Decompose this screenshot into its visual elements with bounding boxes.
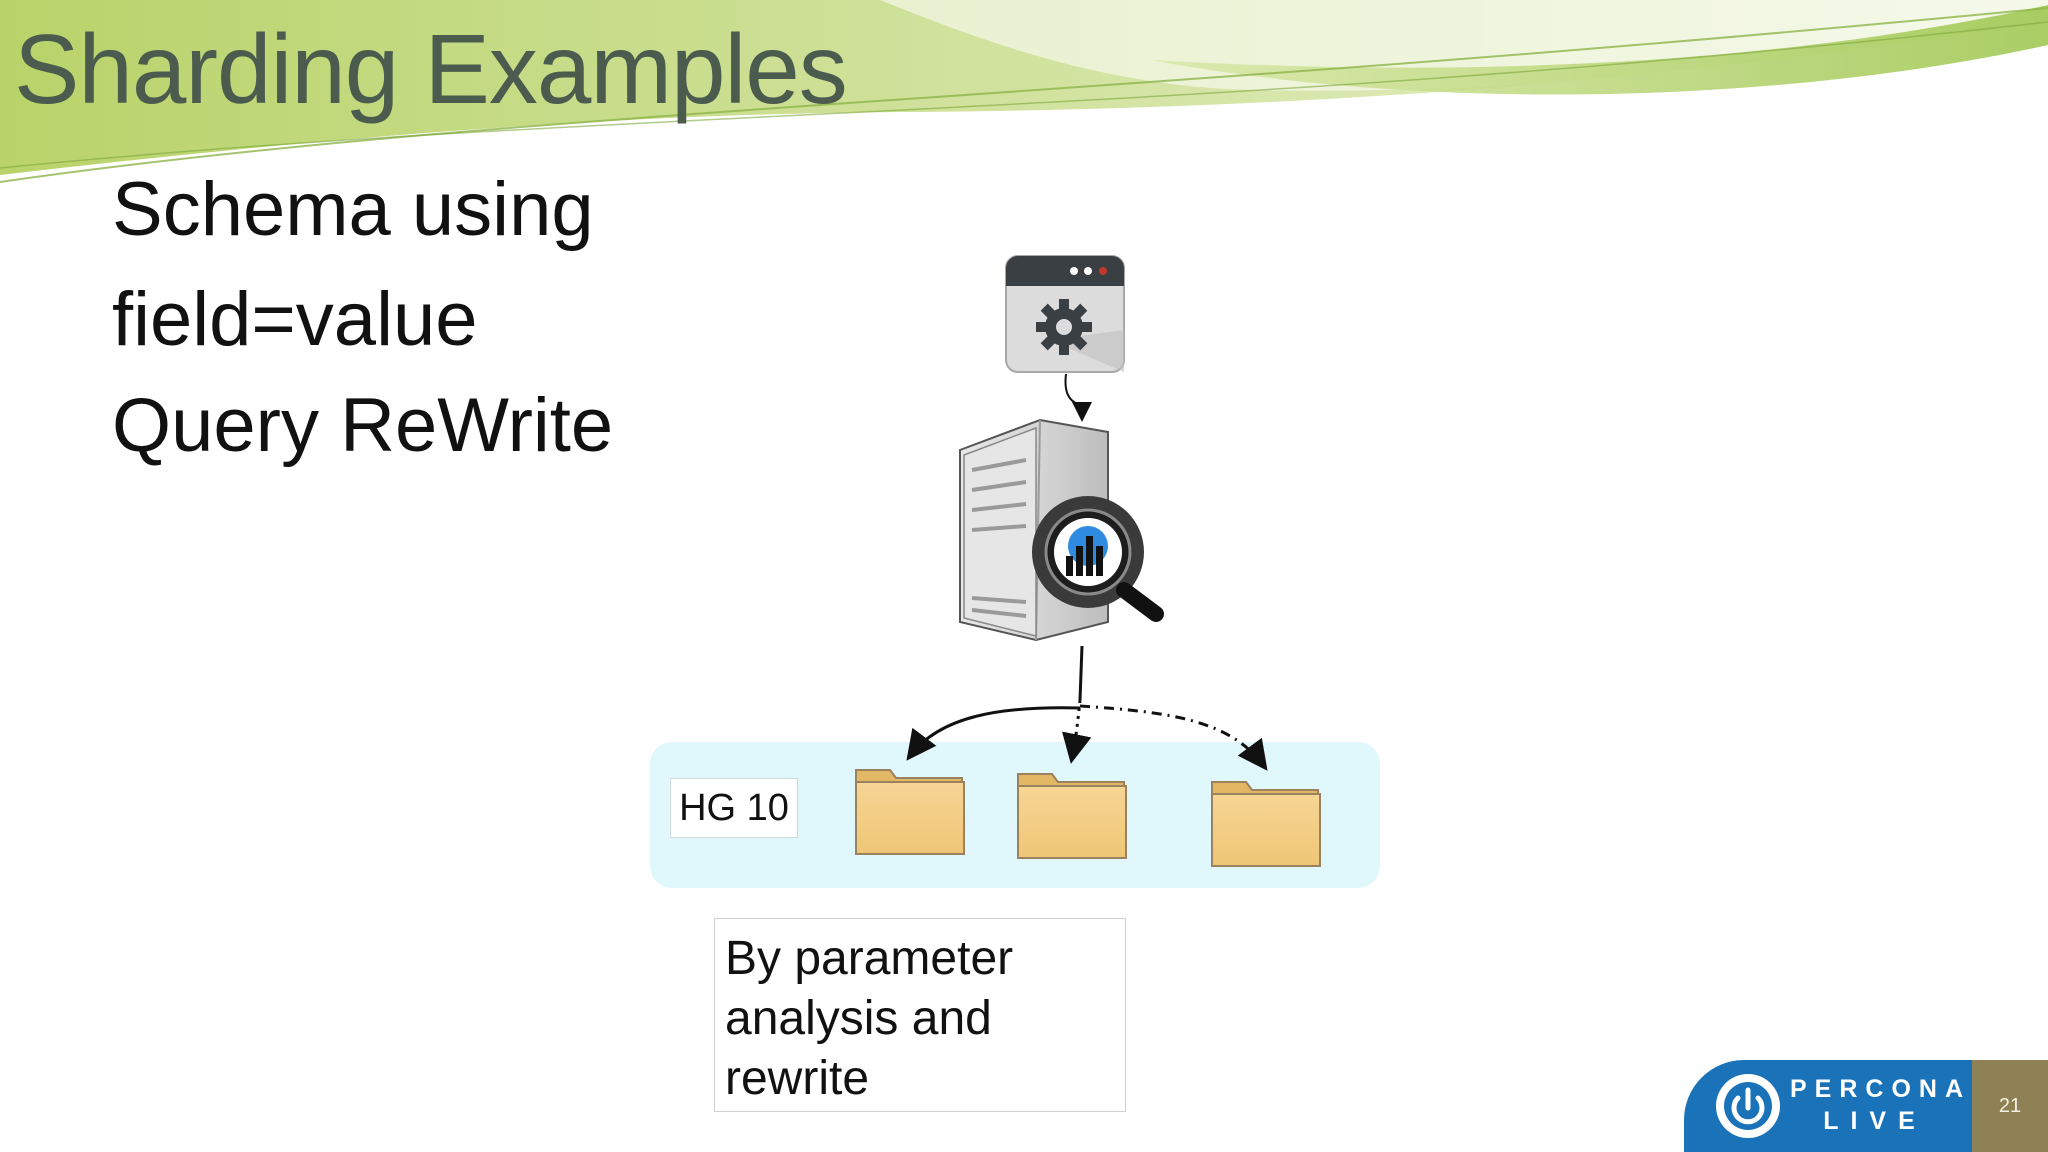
proxysql-server-icon (959, 418, 1164, 642)
hostgroup-label: HG 10 (670, 778, 798, 838)
page-number: 21 (1972, 1060, 2048, 1152)
power-icon (1716, 1074, 1780, 1138)
folder-icon (855, 769, 965, 855)
caption-line: rewrite (725, 1052, 870, 1105)
logo-text: PERCONA LIVE (1790, 1074, 1972, 1138)
gear-icon (1036, 299, 1092, 355)
caption-line: analysis and (725, 992, 992, 1045)
app-settings-window-icon (1005, 255, 1125, 373)
logo-word-percona: PERCONA (1790, 1075, 1972, 1103)
diagram-caption: By parameter analysis and rewrite (714, 918, 1126, 1112)
folder-icon (1211, 781, 1321, 867)
header-swoosh-decoration (0, 0, 2048, 183)
bullet-text: field=value (112, 277, 478, 362)
caption-line: By parameter (725, 932, 1014, 985)
bullet-text: Schema using (112, 167, 594, 252)
folder-icon (1017, 773, 1127, 859)
bullet-text: Query ReWrite (112, 383, 614, 468)
slide-title: Sharding Examples (14, 14, 848, 124)
logo-word-live: LIVE (1823, 1107, 1927, 1135)
